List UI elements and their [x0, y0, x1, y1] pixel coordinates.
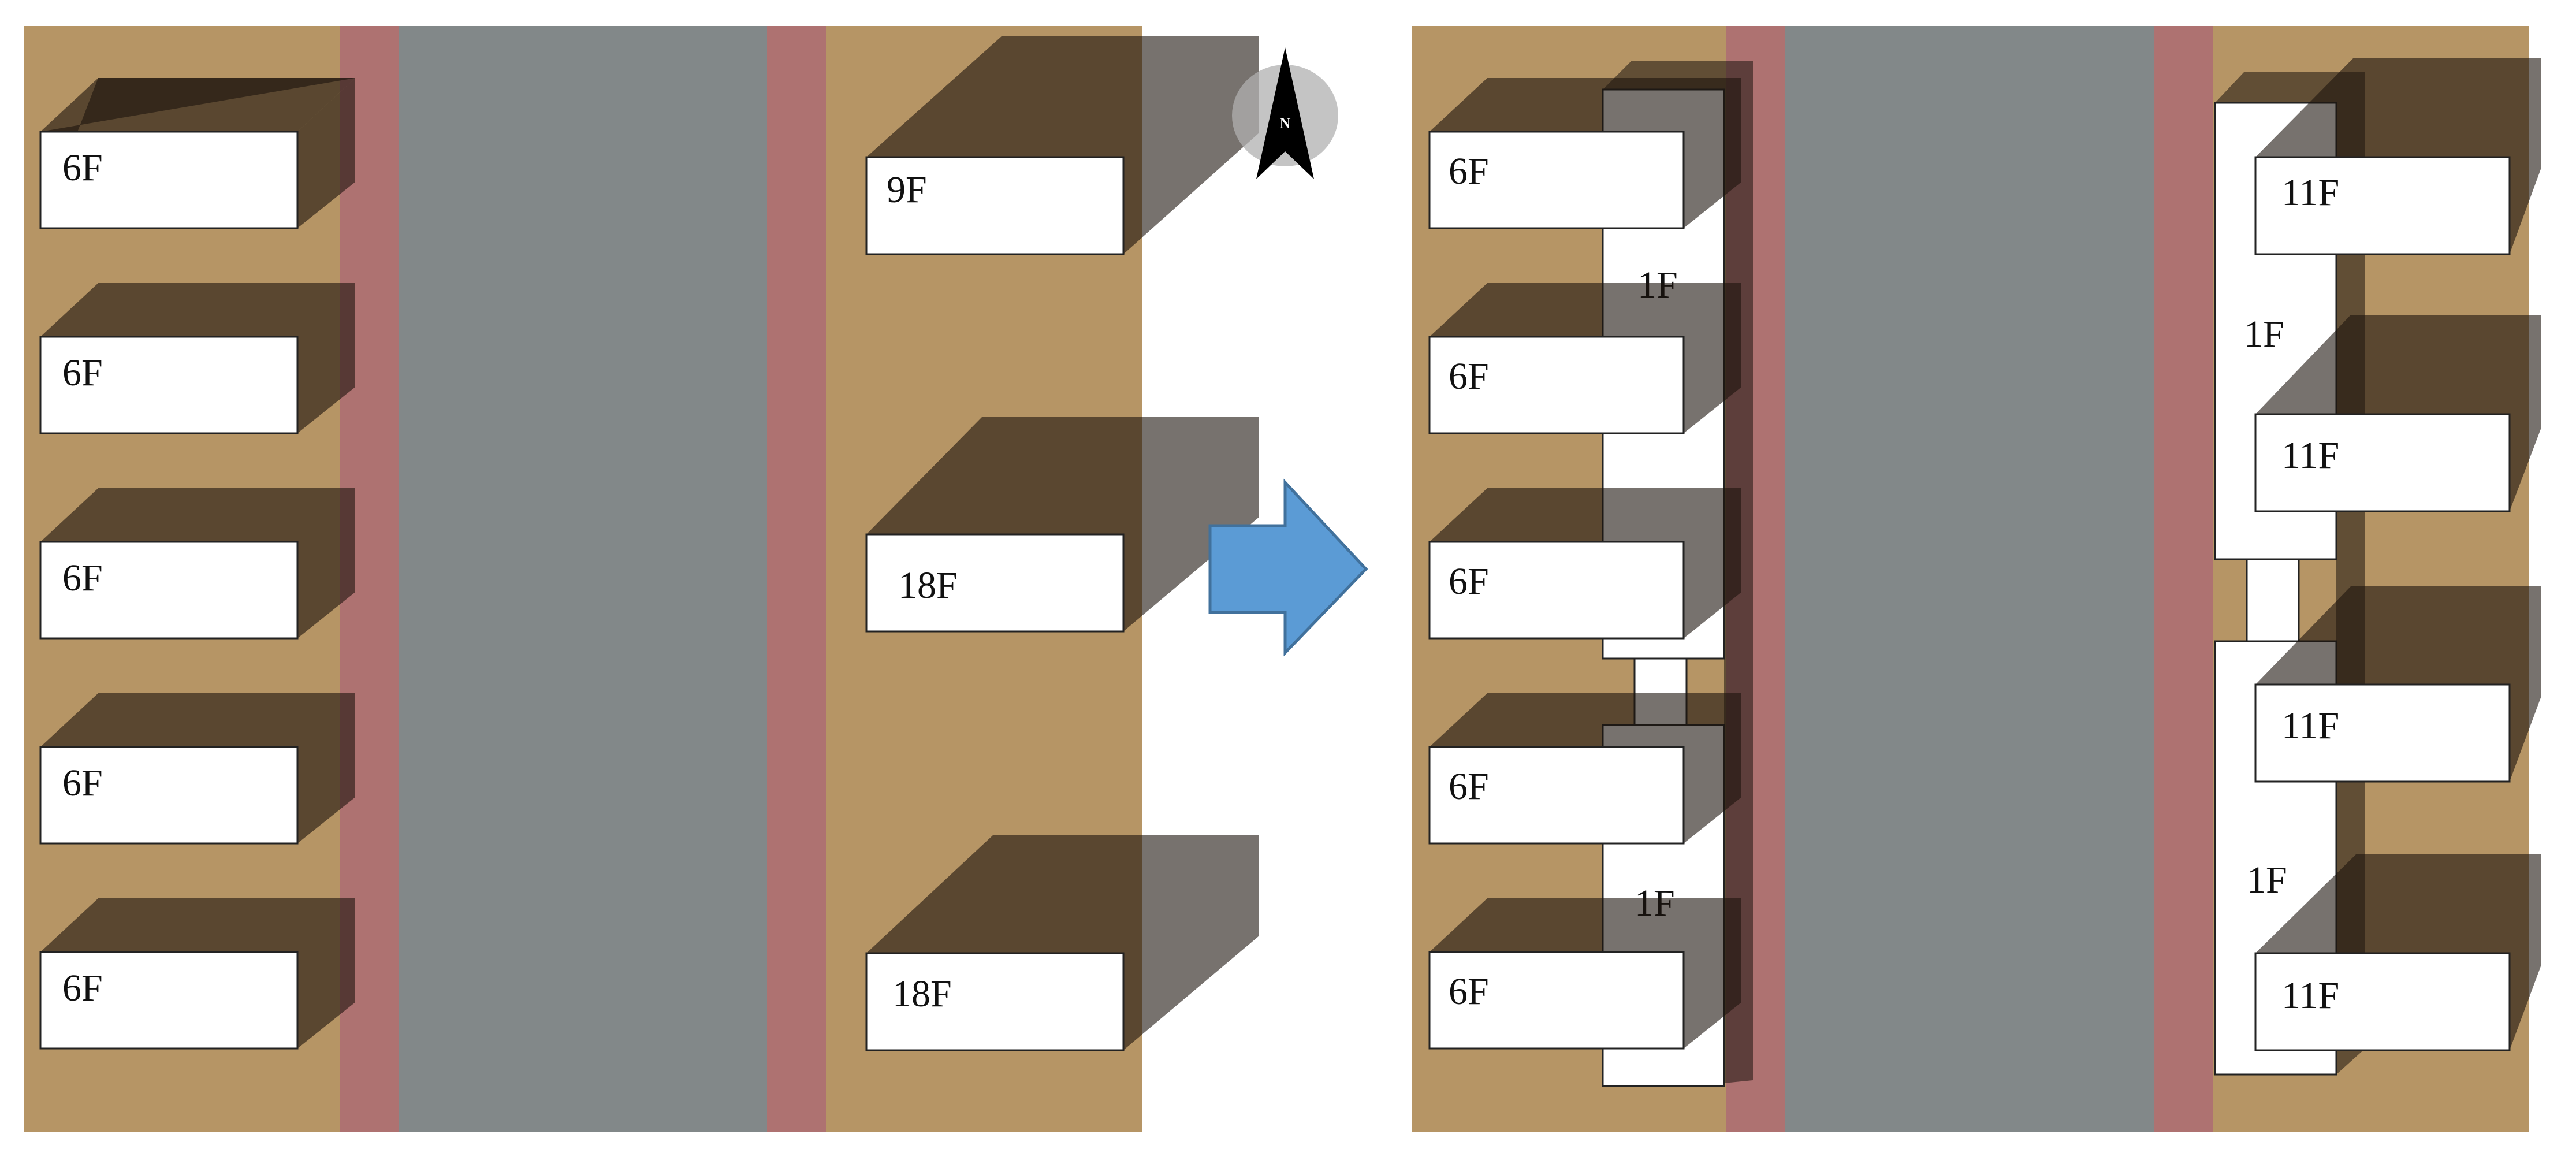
- building-floor-label: 18F: [892, 973, 952, 1015]
- before-east-sidewalk: [767, 26, 826, 1132]
- right-arrow-icon: [1208, 478, 1368, 657]
- building-footprint: [39, 951, 299, 1050]
- compass-label: N: [1280, 115, 1291, 132]
- building: 6F: [1428, 898, 1741, 1050]
- before-site-plan: 6F 6F 6F 6F 6F: [24, 26, 1259, 1132]
- building: 6F: [39, 488, 355, 640]
- building-floor-label: 6F: [62, 147, 103, 189]
- building-footprint: [39, 541, 299, 640]
- before-road: [399, 26, 768, 1132]
- podium-floor-label: 1F: [2247, 859, 2287, 901]
- building-floor-label: 6F: [1449, 355, 1489, 397]
- building: 6F: [39, 78, 355, 229]
- building-footprint: [865, 533, 1125, 633]
- building-footprint: [1428, 541, 1685, 640]
- building: 9F: [865, 36, 1259, 255]
- building-floor-label: 6F: [1449, 765, 1489, 808]
- building-floor-label: 6F: [62, 557, 103, 599]
- building-floor-label: 6F: [1449, 971, 1489, 1013]
- building-floor-label: 11F: [2281, 705, 2339, 747]
- after-east-buildings: 11F 11F 11F 11F: [2254, 58, 2541, 1051]
- after-road: [1785, 26, 2156, 1132]
- building: 6F: [1428, 488, 1741, 640]
- building: 18F: [865, 835, 1259, 1051]
- building-footprint: [1428, 746, 1685, 845]
- building: 11F: [2254, 854, 2541, 1051]
- before-west-buildings: 6F 6F 6F 6F 6F: [39, 78, 355, 1050]
- building-shadow: [40, 78, 355, 132]
- building: 11F: [2254, 58, 2541, 255]
- building: 6F: [39, 283, 355, 434]
- building-floor-label: 11F: [2281, 434, 2339, 477]
- after-west-buildings: 6F 6F 6F 6F 6F: [1428, 78, 1741, 1050]
- building: 6F: [39, 693, 355, 845]
- building-floor-label: 18F: [898, 564, 958, 607]
- building: 6F: [39, 898, 355, 1050]
- building-footprint: [2254, 683, 2511, 783]
- building-footprint: [39, 336, 299, 434]
- before-east-buildings: 9F 18F 18F: [865, 36, 1259, 1051]
- building-floor-label: 11F: [2281, 172, 2339, 214]
- building-footprint: [2254, 952, 2511, 1051]
- building-footprint: [865, 952, 1125, 1051]
- building-footprint: [1428, 336, 1685, 434]
- building-footprint: [39, 131, 299, 229]
- north-compass-icon: N: [1232, 47, 1338, 179]
- building-footprint: [39, 746, 299, 845]
- compass-needle: [1256, 47, 1314, 179]
- building: 18F: [865, 417, 1259, 633]
- building-floor-label: 6F: [62, 967, 103, 1009]
- podium-floor-label: 1F: [2244, 313, 2284, 355]
- building-floor-label: 6F: [1449, 150, 1489, 192]
- building-floor-label: 6F: [1449, 560, 1489, 603]
- building-floor-label: 6F: [62, 352, 103, 394]
- building-footprint: [1428, 951, 1685, 1050]
- building: 6F: [1428, 78, 1741, 229]
- after-east-sidewalk: [2154, 26, 2213, 1132]
- after-site-plan: 1F 1F 6F 6F 6F: [1412, 26, 2541, 1132]
- building-footprint: [1428, 131, 1685, 229]
- building-floor-label: 11F: [2281, 975, 2339, 1017]
- building-footprint: [2254, 413, 2511, 512]
- building: 6F: [1428, 283, 1741, 434]
- building: 11F: [2254, 586, 2541, 783]
- podium-connector: [2246, 558, 2300, 642]
- building: 11F: [2254, 315, 2541, 512]
- building-footprint: [2254, 156, 2511, 255]
- building-floor-label: 9F: [887, 169, 927, 211]
- building: 6F: [1428, 693, 1741, 845]
- building-floor-label: 6F: [62, 762, 103, 804]
- building-footprint: [865, 156, 1125, 255]
